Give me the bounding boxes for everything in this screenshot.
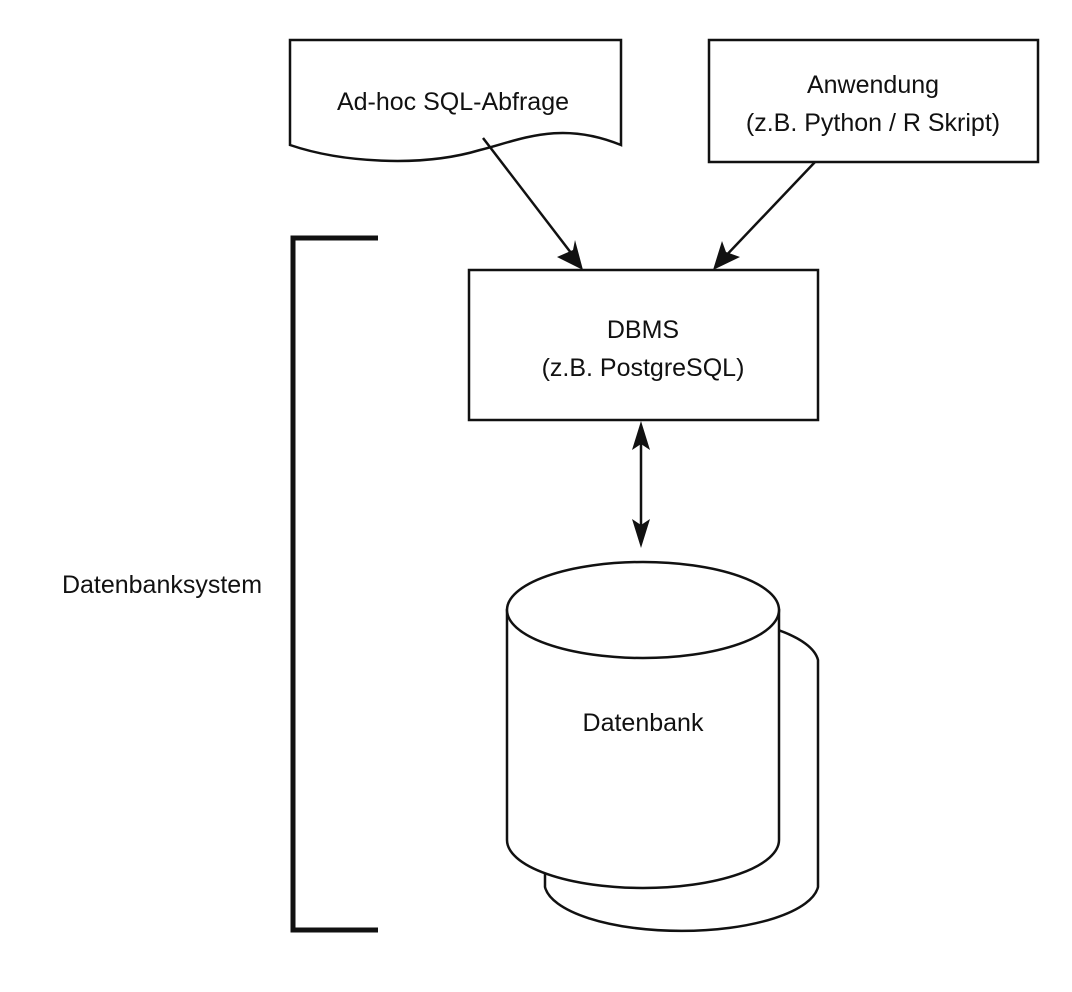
application-box xyxy=(707,38,1040,164)
database-system-label: Datenbanksystem xyxy=(62,571,262,599)
adhoc-sql-label: Ad-hoc SQL-Abfrage xyxy=(337,88,569,116)
dbms-label-line1: DBMS xyxy=(607,316,679,344)
front-cylinder xyxy=(505,560,781,890)
edge-line xyxy=(719,161,816,263)
arrowhead-up-icon xyxy=(632,421,650,450)
application-label-line1: Anwendung xyxy=(807,71,939,99)
adhoc-sql-node: Ad-hoc SQL-Abfrage xyxy=(288,38,623,163)
arrowhead-icon xyxy=(713,241,740,270)
dbms-node: DBMS (z.B. PostgreSQL) xyxy=(467,268,820,422)
dbms-box xyxy=(467,268,820,422)
application-label-line2: (z.B. Python / R Skript) xyxy=(746,109,1000,137)
database-label: Datenbank xyxy=(583,709,704,737)
dbms-label-line2: (z.B. PostgreSQL) xyxy=(542,354,745,382)
edge-dbms-to-db xyxy=(632,421,650,548)
edge-adhoc-to-dbms xyxy=(482,137,583,270)
edge-line xyxy=(482,137,579,263)
application-node: Anwendung (z.B. Python / R Skript) xyxy=(707,38,1040,164)
document-shape xyxy=(288,38,623,163)
arrowhead-icon xyxy=(557,240,583,270)
database-system-bracket xyxy=(290,235,378,933)
edge-app-to-dbms xyxy=(713,161,816,270)
arrowhead-down-icon xyxy=(632,519,650,548)
database-node: Datenbank xyxy=(505,560,820,933)
